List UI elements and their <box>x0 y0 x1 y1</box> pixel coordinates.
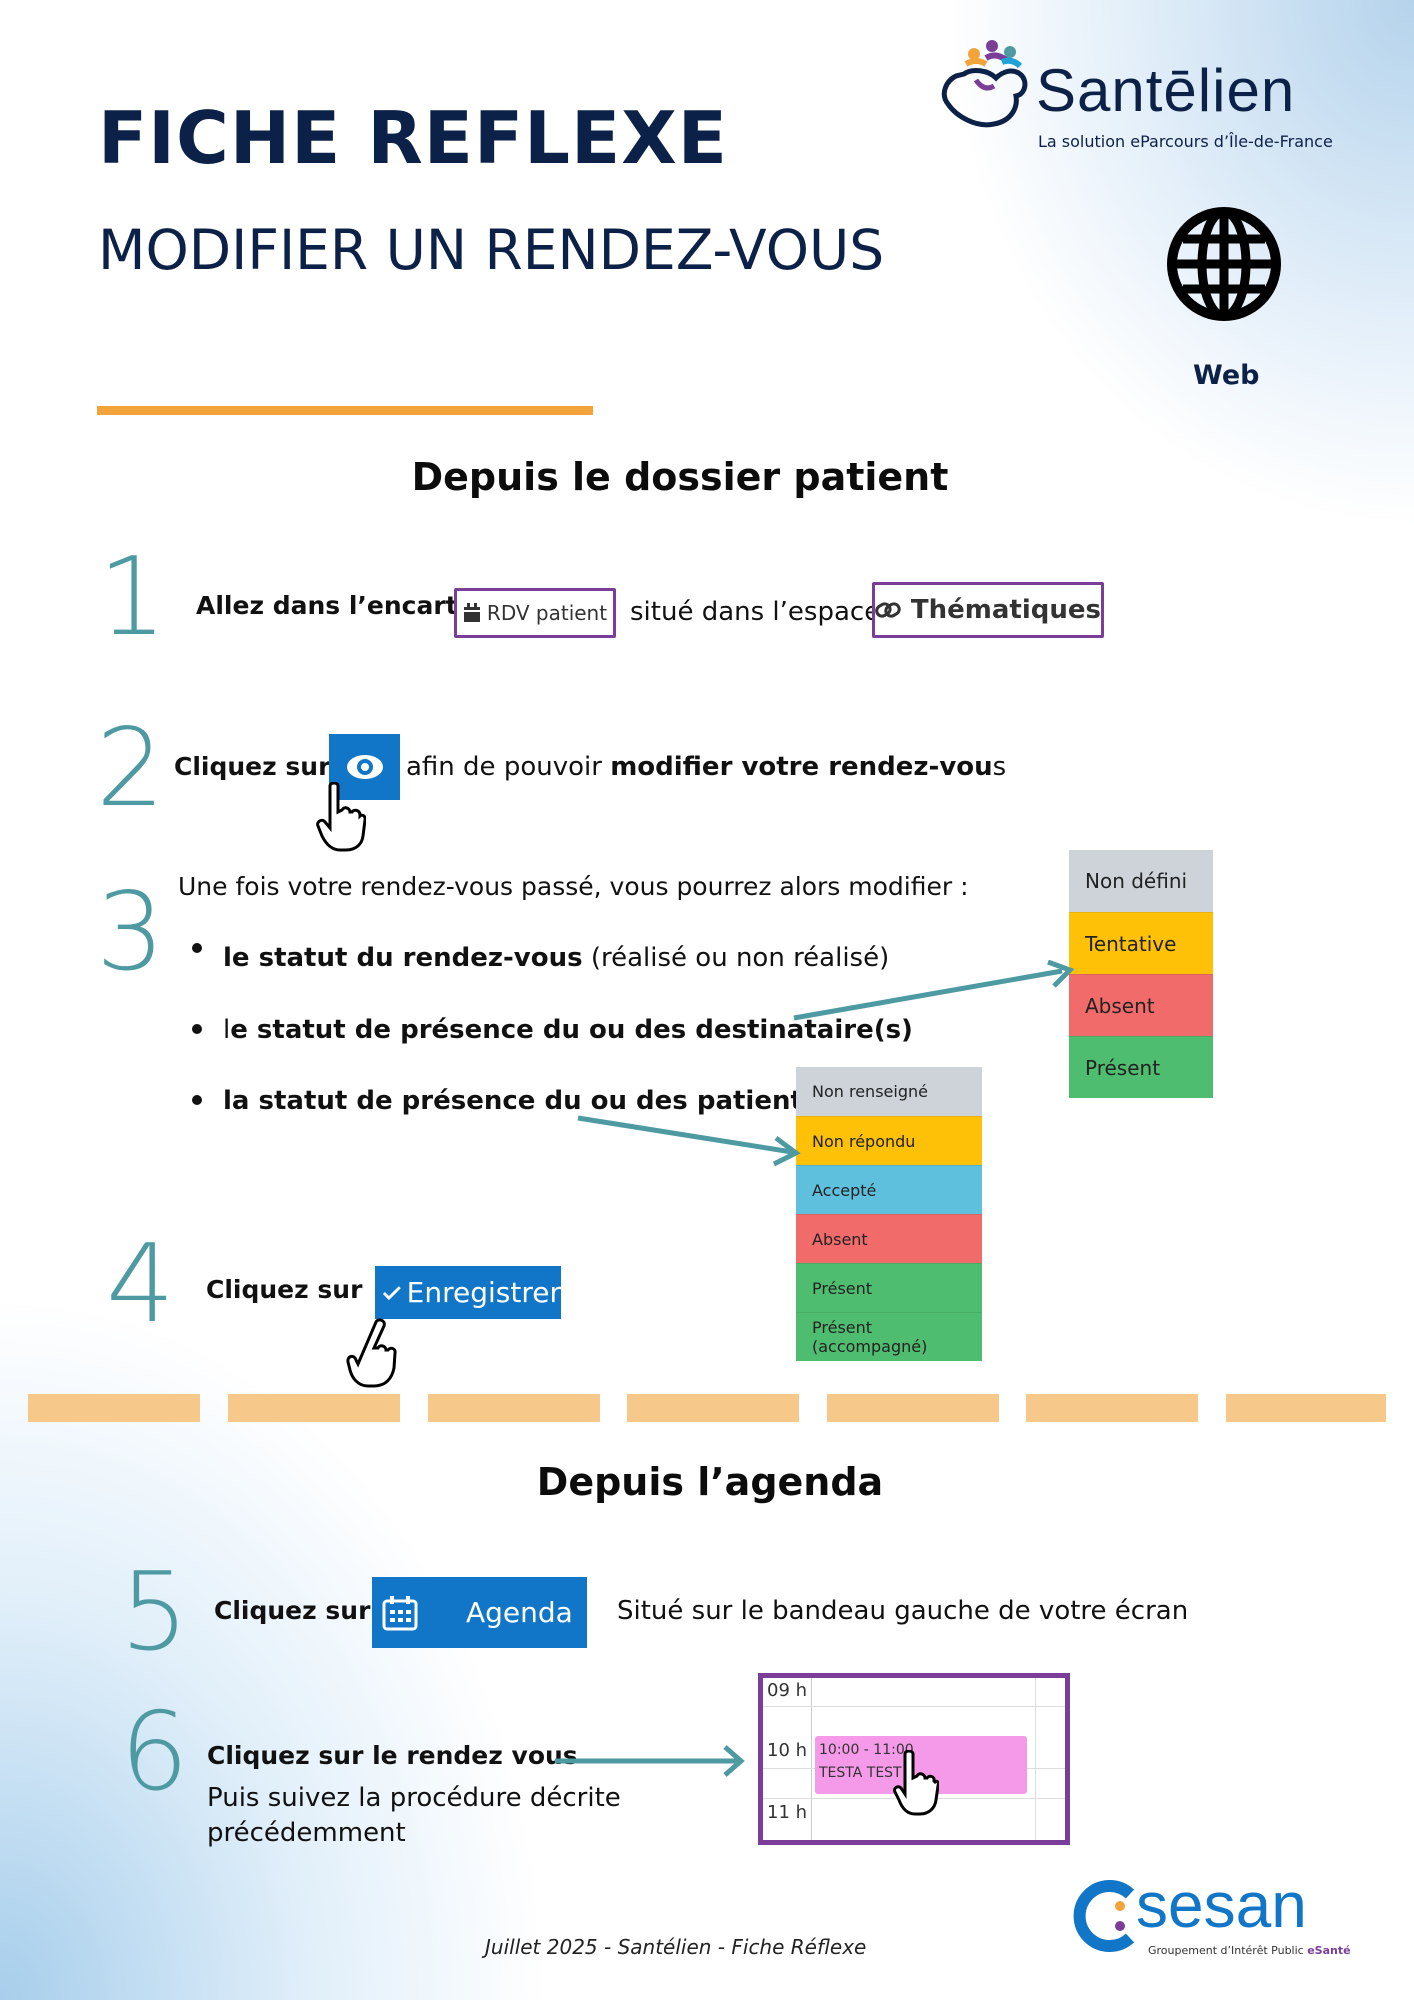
step-number-4: 4 <box>106 1222 175 1347</box>
status-option[interactable]: Présent <box>1069 1036 1213 1098</box>
event-time: 10:00 - 11:00 <box>819 1742 914 1758</box>
step5-text-after: Situé sur le bandeau gauche de votre écr… <box>617 1596 1189 1626</box>
bullet2-pre: l <box>223 1015 231 1045</box>
step2-text-b: afin de pouvoir modifier votre rendez-vo… <box>406 752 1006 782</box>
view-button[interactable] <box>329 734 400 800</box>
dash-segment <box>428 1394 600 1422</box>
status-option[interactable]: Non renseigné <box>796 1067 982 1116</box>
step3-intro: Une fois votre rendez-vous passé, vous p… <box>178 872 969 901</box>
step3-bullet2: le statut de présence du ou des destinat… <box>223 1015 913 1045</box>
calendar-grid-line <box>763 1706 1065 1707</box>
step-number-3: 3 <box>96 870 165 995</box>
step1-text-b: situé dans l’espace <box>630 597 881 627</box>
step-number-5: 5 <box>120 1550 189 1675</box>
sesan-tagline: Groupement d’Intérêt Public eSanté <box>1148 1944 1351 1957</box>
brand-tagline: La solution eParcours d’Île-de-France <box>1038 132 1333 151</box>
step6-text-bold: Cliquez sur le rendez vous <box>207 1741 578 1770</box>
status-option[interactable]: Accepté <box>796 1165 982 1214</box>
pointer-hand-icon <box>893 1750 939 1816</box>
page-subtitle: MODIFIER UN RENDEZ-VOUS <box>98 218 885 282</box>
dash-segment <box>228 1394 400 1422</box>
step-number-1: 1 <box>98 535 167 660</box>
dash-segment <box>627 1394 799 1422</box>
calendar-hour: 09 h <box>767 1680 808 1701</box>
status-option[interactable]: Absent <box>796 1214 982 1263</box>
step2-text-regular: afin de pouvoir <box>406 752 611 782</box>
santelien-logo: Santēlien La solution eParcours d’Île-de… <box>936 36 1346 151</box>
step2-text-bold: modifier votre rendez-vou <box>610 752 993 782</box>
status-option[interactable]: Absent <box>1069 974 1213 1036</box>
globe-icon <box>1167 207 1281 321</box>
step-number-6: 6 <box>120 1690 189 1815</box>
bullet2-bold: e statut de présence du ou des destinata… <box>230 1015 913 1045</box>
step5-text: Cliquez sur <box>214 1596 371 1625</box>
save-button-label: Enregistrer <box>406 1276 561 1309</box>
step2-text-a: Cliquez sur <box>174 752 331 781</box>
bullet1-rest: (réalisé ou non réalisé) <box>582 943 890 973</box>
step1-text-a: Allez dans l’encart <box>196 591 458 620</box>
calendar-hour: 11 h <box>767 1802 808 1823</box>
section-title-dossier: Depuis le dossier patient <box>411 455 949 499</box>
calendar-hour: 10 h <box>767 1740 808 1761</box>
status-option[interactable]: Présent (accompagné) <box>796 1312 982 1361</box>
step3-bullet3: la statut de présence du ou des patient(… <box>223 1086 843 1116</box>
bullet-dot <box>192 943 202 953</box>
bullet-dot <box>192 1024 202 1034</box>
arrow-to-patient-status <box>577 1115 801 1167</box>
thematiques-label: Thématiques <box>910 595 1101 625</box>
step4-text: Cliquez sur <box>206 1275 363 1304</box>
calendar-grid-line <box>811 1678 812 1840</box>
sesan-name: sesan <box>1136 1869 1307 1941</box>
dash-segment <box>1226 1394 1386 1422</box>
santelien-logo-icon <box>941 40 1028 128</box>
eye-icon <box>346 755 383 779</box>
brand-name: Santēlien <box>1036 57 1296 124</box>
calendar-icon <box>463 603 480 622</box>
section-title-agenda: Depuis l’agenda <box>536 1460 884 1504</box>
calendar-preview: 09 h 10 h 11 h 10:00 - 11:00 TESTA TEST <box>758 1673 1070 1845</box>
save-button[interactable]: Enregistrer <box>375 1266 561 1319</box>
check-icon <box>382 1285 401 1300</box>
platform-label: Web <box>1193 360 1260 391</box>
arrow-to-calendar <box>555 1745 745 1777</box>
dash-segment <box>827 1394 999 1422</box>
sesan-logo-icon <box>1073 1880 1135 1952</box>
thematiques-badge[interactable]: Thématiques <box>872 582 1104 638</box>
rdv-patient-label: RDV patient <box>486 601 608 625</box>
arrow-to-destinataire-status <box>793 960 1075 1021</box>
event-title: TESTA TEST <box>819 1765 902 1781</box>
sesan-tag-b: eSanté <box>1307 1944 1351 1957</box>
dash-segment <box>28 1394 200 1422</box>
pointer-hand-icon <box>346 1318 397 1388</box>
bullet-dot <box>192 1095 202 1105</box>
calendar-grid-line <box>1035 1678 1036 1840</box>
step2-text-end: s <box>992 752 1007 782</box>
status-option[interactable]: Non répondu <box>796 1116 982 1165</box>
sesan-tag-a: Groupement d’Intérêt Public <box>1148 1944 1308 1957</box>
status-option[interactable]: Non défini <box>1069 850 1213 912</box>
bullet1-bold: le statut du rendez-vous <box>223 943 583 973</box>
sesan-logo: sesan Groupement d’Intérêt Public eSanté <box>1072 1869 1351 1960</box>
step6-text-line2: Puis suivez la procédure décrite <box>207 1783 621 1813</box>
calendar-icon <box>382 1595 418 1630</box>
rdv-patient-badge[interactable]: RDV patient <box>454 588 616 638</box>
status-option[interactable]: Tentative <box>1069 912 1213 974</box>
divider <box>97 406 593 415</box>
step-number-2: 2 <box>96 706 165 831</box>
status-option[interactable]: Présent <box>796 1263 982 1312</box>
agenda-button-label: Agenda <box>466 1596 573 1629</box>
agenda-button[interactable]: Agenda <box>372 1577 587 1648</box>
pointer-hand-icon <box>316 782 366 852</box>
page-title: FICHE REFLEXE <box>98 96 728 180</box>
footer-text: Juillet 2025 - Santélien - Fiche Réflexe <box>485 1935 867 1959</box>
step3-bullet1: le statut du rendez-vous (réalisé ou non… <box>223 943 889 973</box>
link-icon <box>875 602 901 618</box>
step6-text-line3: précédemment <box>207 1818 406 1848</box>
dash-segment <box>1026 1394 1198 1422</box>
